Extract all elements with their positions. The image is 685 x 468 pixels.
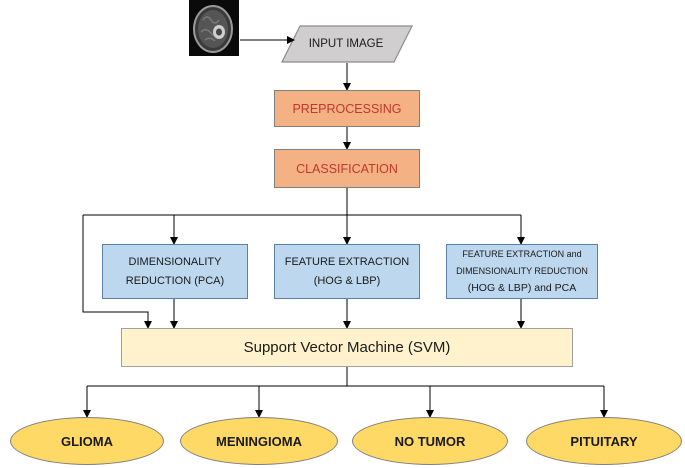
- output-meningioma: MENINGIOMA: [180, 417, 338, 465]
- feature-extraction-dimensionality-box: FEATURE EXTRACTION and DIMENSIONALITY RE…: [446, 244, 598, 299]
- classification-box: CLASSIFICATION: [274, 149, 420, 188]
- output-pituitary: PITUITARY: [526, 417, 682, 465]
- combined-label-line2: DIMENSIONALITY REDUCTION: [456, 266, 588, 276]
- output-glioma: GLIOMA: [10, 417, 164, 465]
- pca-label-line2: REDUCTION (PCA): [125, 274, 225, 287]
- input-image-label: INPUT IMAGE: [308, 38, 384, 50]
- feature-extraction-box: FEATURE EXTRACTION (HOG & LBP): [274, 244, 420, 299]
- dimensionality-reduction-box: DIMENSIONALITY REDUCTION (PCA): [102, 244, 248, 299]
- output-no-tumor: NO TUMOR: [352, 417, 508, 465]
- feature-label-line2: (HOG & LBP): [313, 274, 381, 287]
- mri-brain-image: [189, 0, 239, 56]
- combined-label-line1: FEATURE EXTRACTION and: [462, 249, 582, 259]
- pca-label-line1: DIMENSIONALITY: [128, 255, 222, 268]
- svm-box: Support Vector Machine (SVM): [121, 328, 573, 367]
- combined-label-line3: (HOG & LBP) and PCA: [467, 282, 577, 294]
- input-image-shape: [281, 25, 413, 63]
- feature-label-line1: FEATURE EXTRACTION: [284, 255, 410, 268]
- bypass-line: [82, 215, 152, 329]
- preprocessing-box: PREPROCESSING: [274, 90, 420, 127]
